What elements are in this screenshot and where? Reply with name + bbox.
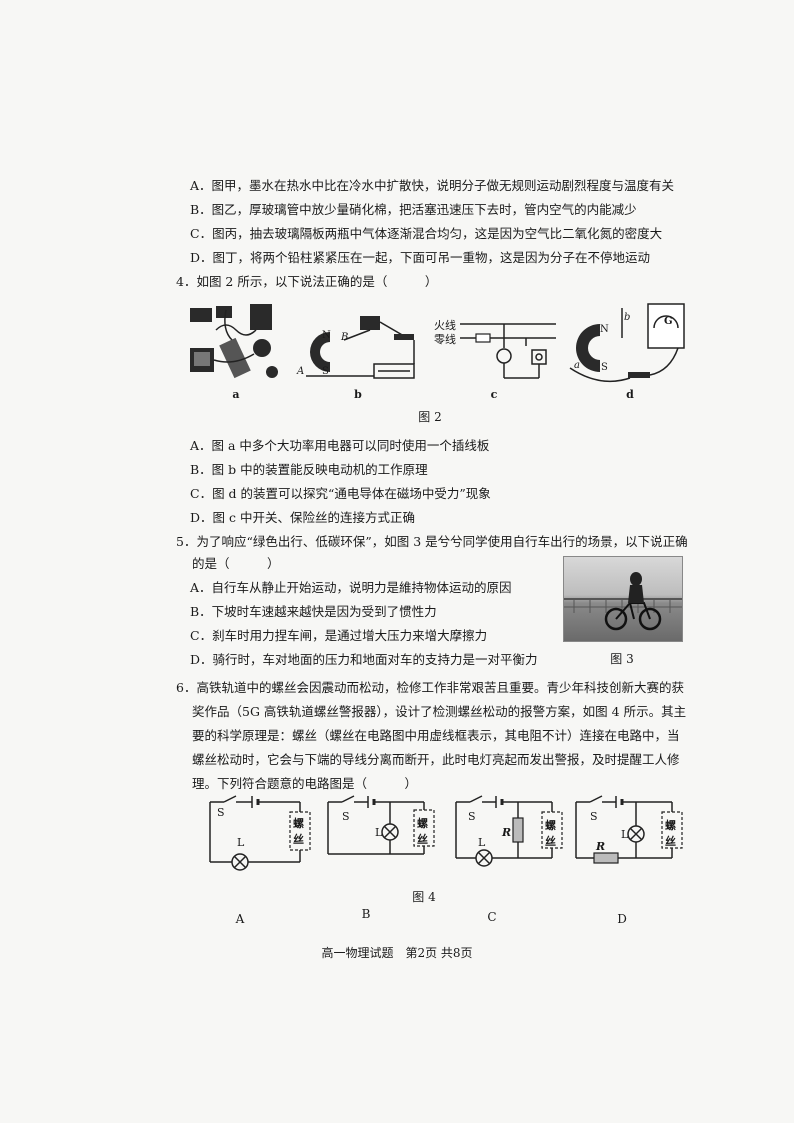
q5-stem-line-1: 5．为了响应“绿色出行、低碳环保”，如图 3 是兮兮同学使用自行车出行的场景，以… (176, 534, 688, 549)
circuit-a-screw-bottom: 丝 (293, 833, 304, 846)
q4-stem: 4．如图 2 所示，以下说法正确的是（ ） (176, 274, 438, 289)
circuit-d-diagram (575, 795, 683, 864)
q5-stem-line-2: 的是（ ） (192, 556, 280, 571)
circuit-choice-a: A (235, 912, 245, 926)
circuit-a-screw-top: 螺 (293, 817, 304, 830)
q4-option-a: A．图 a 中多个大功率用电器可以同时使用一个插线板 (190, 438, 490, 453)
q5-option-b: B．下坡时车速越来越快是因为受到了惯性力 (190, 604, 437, 619)
figure-2b-motor-setup (306, 316, 415, 379)
page-footer: 高一物理试题 第2页 共8页 (321, 946, 473, 960)
circuit-choice-c: C (487, 910, 497, 924)
q6-stem-line-1: 6．高铁轨道中的螺丝会因震动而松动，检修工作非常艰苦且重要。青少年科技创新大赛的… (176, 680, 684, 695)
q5-option-a: A．自行车从静止开始运动，说明力是維持物体运动的原因 (190, 580, 512, 595)
figure-4-caption: 图 4 (412, 890, 436, 904)
circuit-c-diagram (455, 795, 563, 867)
circuit-a-diagram (209, 795, 311, 871)
figure-2b-label-b: B (341, 332, 349, 343)
figure-3-caption: 图 3 (610, 652, 634, 666)
figure-2d-label-a: a (574, 360, 580, 371)
figure-2d-label: d (626, 388, 634, 401)
circuit-d-switch-s: S (590, 810, 598, 823)
figure-2a-appliances (190, 304, 278, 379)
circuit-c-resistor-r: R (502, 826, 512, 839)
q3-option-b: B．图乙，厚玻璃管中放少量硝化棉，把活塞迅速压下去时，管内空气的内能减少 (190, 202, 637, 217)
q5-option-c: C．刹车时用力捏车闸，是通过增大压力来增大摩擦力 (190, 628, 488, 643)
q5-option-d: D．骑行时，车对地面的压力和地面对车的支持力是一对平衡力 (190, 652, 538, 667)
circuit-b-diagram (327, 795, 435, 855)
figure-2c-household-wiring (460, 323, 556, 379)
q3-option-d: D．图丁，将两个铅柱紧紧压在一起，下面可吊一重物，这是因为分子在不停地运动 (190, 250, 651, 265)
circuit-c-screw-top: 螺 (545, 819, 556, 832)
figure-2c-live-wire-label: 火线 (434, 319, 456, 332)
circuit-d-screw-bottom: 丝 (665, 835, 676, 848)
figure-2-caption: 图 2 (418, 410, 442, 424)
figure-2c-neutral-wire-label: 零线 (434, 333, 456, 346)
q4-option-b: B．图 b 中的装置能反映电动机的工作原理 (190, 462, 428, 477)
q6-stem-line-4: 螺丝松动时，它会与下端的导线分离而断开，此时电灯亮起而发出警报，及时提醒工人修 (192, 752, 680, 767)
circuit-b-switch-s: S (342, 810, 350, 823)
circuit-b-screw-top: 螺 (417, 817, 428, 830)
circuit-d-screw-top: 螺 (665, 819, 676, 832)
figure-2d-galvanometer-g: G (664, 316, 673, 327)
circuit-d-resistor-r: R (596, 840, 606, 853)
q6-stem-line-5: 理。下列符合题意的电路图是（ ） (192, 776, 418, 791)
circuit-choice-b: B (361, 907, 371, 921)
circuit-a-lamp-l: L (237, 836, 245, 849)
figure-2a-label: a (232, 388, 240, 401)
circuit-c-lamp-l: L (478, 836, 486, 849)
q6-stem-line-3: 要的科学原理是：螺丝（螺丝在电路图中用虚线框表示，其电阻不计）连接在电路中，当 (192, 728, 680, 743)
circuit-a-switch-s: S (217, 806, 225, 819)
figure-2d-label-b: b (624, 312, 631, 323)
figure-2c-label: c (490, 388, 498, 401)
q4-option-c: C．图 d 的装置可以探究“通电导体在磁场中受力”现象 (190, 486, 491, 501)
circuit-c-switch-s: S (468, 810, 476, 823)
figure-2b-n-pole: N (322, 330, 331, 341)
figure-2b-label-a: A (297, 366, 305, 377)
figure-3-bicycle-photo (563, 556, 683, 642)
q4-option-d: D．图 c 中开关、保险丝的连接方式正确 (190, 510, 415, 525)
q6-stem-line-2: 奖作品（5G 高铁轨道螺丝警报器），设计了检测螺丝松动的报警方案，如图 4 所示… (192, 704, 687, 719)
figure-2d-galvanometer-setup (569, 303, 685, 383)
circuit-b-lamp-l: L (375, 826, 383, 839)
q3-option-c: C．图丙，抽去玻璃隔板两瓶中气体逐渐混合均匀，这是因为空气比二氧化氮的密度大 (190, 226, 663, 241)
figure-2b-label: b (354, 388, 362, 401)
q3-option-a: A．图甲，墨水在热水中比在冷水中扩散快，说明分子做无规则运动剧烈程度与温度有关 (190, 178, 675, 193)
circuit-c-screw-bottom: 丝 (545, 835, 556, 848)
figure-2d-n-pole: N (600, 324, 609, 335)
circuit-choice-d: D (617, 912, 627, 926)
figure-2b-s-pole: S (322, 366, 329, 377)
circuit-d-lamp-l: L (621, 828, 629, 841)
circuit-b-screw-bottom: 丝 (417, 833, 428, 846)
figure-2d-s-pole: S (601, 362, 608, 373)
